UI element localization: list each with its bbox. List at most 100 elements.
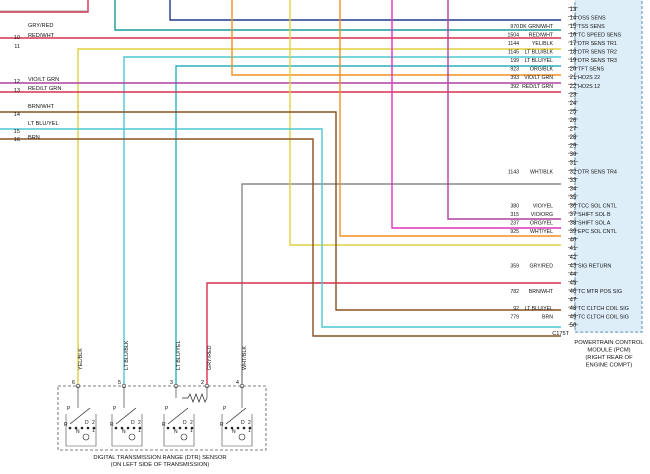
- pcm-label-line: (RIGHT REAR OF: [585, 355, 633, 361]
- pcm-pin-function: TC MTR POS SIG: [578, 289, 622, 295]
- left-connector-row: 14: [14, 112, 20, 118]
- pcm-pin-number: 26: [570, 118, 577, 124]
- left-connector-wire-color: BRN: [28, 135, 40, 141]
- pcm-pin-number: 39: [570, 229, 577, 235]
- dtr-pin-number: 2: [201, 380, 204, 386]
- pcm-pin-function: TCC SOL CNTL: [578, 203, 617, 209]
- pcm-circuit-number: 1144: [508, 41, 519, 47]
- dtr-pin-number: 6: [72, 380, 75, 386]
- left-connector-wire-color: RED/LT GRN: [28, 86, 61, 92]
- wire-13: [391, 0, 561, 229]
- pcm-connector-id: C175T: [552, 331, 569, 337]
- dtr-switch-label: 1: [138, 428, 141, 434]
- pcm-pin-row: 33: [568, 178, 578, 184]
- pcm-pin-number: 49: [570, 315, 577, 321]
- pcm-pin-number: 16: [570, 32, 577, 38]
- pcm-pin-function: TC SPEED SENS: [578, 32, 622, 38]
- dtr-contact: [132, 426, 136, 430]
- dtr-wire-color: LT BLU/BLK: [124, 340, 130, 370]
- pcm-pin-number: 21: [570, 75, 577, 81]
- dtr-pin-number: 3: [170, 380, 173, 386]
- wire-5: [77, 48, 561, 384]
- pcm-pin-function: TC CLTCH COIL SIG: [578, 306, 629, 312]
- pcm-pin-number: 43: [570, 263, 577, 269]
- pcm-pin-number: 36: [570, 203, 577, 209]
- pcm-circuit-number: 779: [510, 315, 519, 321]
- pcm-wire-color: WHT/BLK: [530, 169, 554, 175]
- pcm-circuit-number: 923: [510, 67, 519, 73]
- dtr-switch-label: 2: [92, 420, 95, 426]
- pcm-pin-number: 27: [570, 127, 577, 133]
- left-connector-row: BRN/WHT: [28, 104, 55, 110]
- pcm-pin-number: 23: [570, 92, 577, 98]
- dtr-switch-label: R: [110, 422, 114, 428]
- dtr-wire-color: LT BLU/YEL: [176, 341, 182, 370]
- pcm-pin-row: 27: [568, 127, 578, 133]
- dtr-switch-label: D: [85, 420, 89, 426]
- pcm-wire-color: RED/LT GRN: [522, 84, 553, 90]
- dtr-switch-frame: [111, 414, 143, 447]
- pcm-pin-row: 50: [568, 323, 578, 329]
- dtr-contact: [166, 426, 170, 430]
- dtr-switch-label: R: [162, 422, 166, 428]
- wire-17: [0, 111, 561, 311]
- dtr-switch-label: 2: [190, 420, 193, 426]
- pcm-pin-number: 45: [570, 280, 577, 286]
- pcm-circuit-number: 393: [510, 75, 519, 81]
- pcm-pin-function: DTR SENS TR3: [578, 58, 617, 64]
- pcm-pin-number: 34: [570, 186, 577, 192]
- pcm-pin-function: DTR SENS TR2: [578, 50, 617, 56]
- dtr-switch-label: R: [220, 422, 224, 428]
- dtr-contact: [190, 426, 194, 430]
- pcm-wire-color: VIO/LT GRN: [524, 75, 553, 81]
- dtr-contact: [138, 426, 142, 430]
- left-connector-row: LT BLU/YEL: [28, 121, 59, 127]
- dtr-title: DIGITAL TRANSMISSION RANGE (DTR) SENSOR: [93, 455, 226, 461]
- left-connector-pin: 16: [14, 137, 20, 143]
- pcm-circuit-number: 1143: [508, 169, 519, 175]
- pcm-wire-color: BRN/WHT: [529, 289, 554, 295]
- dtr-switch-arm: [225, 407, 247, 425]
- pcm-pin-row: 47: [568, 298, 578, 304]
- pcm-pin-number: 22: [570, 84, 577, 90]
- pcm-pin-row: 26: [568, 118, 578, 124]
- dtr-switch-label: D: [183, 420, 187, 426]
- dtr-contact: [236, 426, 240, 430]
- pcm-pin-number: 46: [570, 289, 577, 295]
- pcm-wire-color: GRY/RED: [529, 263, 553, 269]
- pcm-pin-row: 34: [568, 186, 578, 192]
- pcm-pin-function: DTR SENS TR4: [578, 169, 617, 175]
- pcm-wire-color: RED/WHT: [529, 32, 554, 38]
- pcm-pin-row: 30: [568, 152, 578, 158]
- dtr-switch-label: N: [174, 429, 178, 435]
- pcm-circuit-number: 782: [510, 289, 519, 295]
- pcm-pin-number: 42: [570, 255, 577, 261]
- dtr-switch-label: 1: [248, 428, 251, 434]
- pcm-circuit-number: 315: [510, 212, 519, 218]
- dtr-switch-label: 2: [138, 420, 141, 426]
- dtr-switch-frame: [65, 414, 97, 447]
- pcm-circuit-number: 199: [510, 58, 519, 64]
- dtr-switch-label: N: [122, 429, 126, 435]
- pcm-pin-number: 50: [570, 323, 577, 329]
- pcm-pin-function: TC CLTCH COIL SIG: [578, 315, 629, 321]
- left-connector-pin: 15: [14, 129, 20, 135]
- pcm-pin-row: 13: [568, 7, 578, 13]
- pcm-pin-number: 30: [570, 152, 577, 158]
- pcm-wire-color: YEL/BLK: [532, 41, 554, 47]
